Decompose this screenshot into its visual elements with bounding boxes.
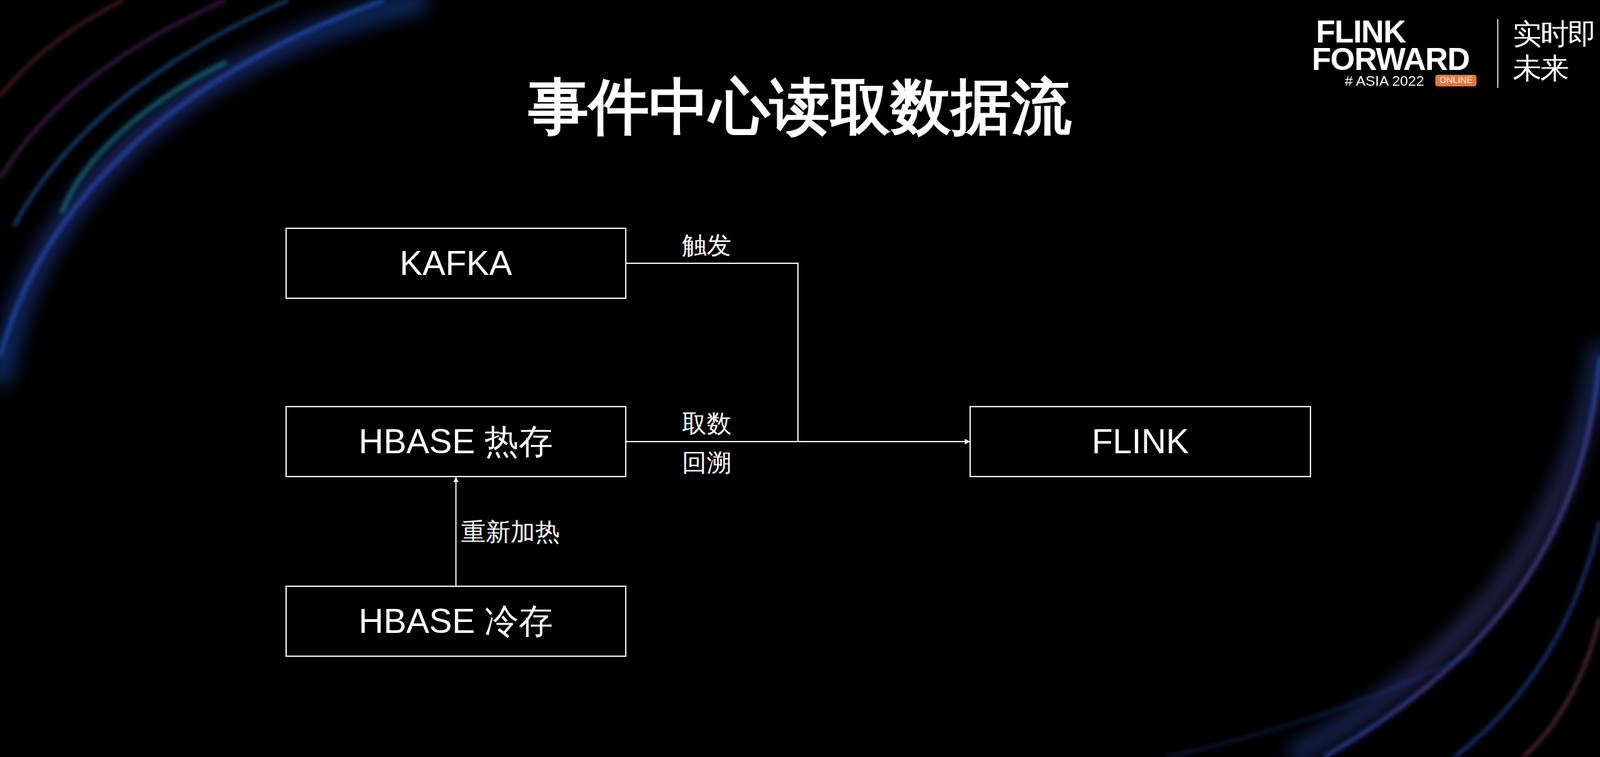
box-label: HBASE 热存	[358, 419, 554, 466]
connector-arrow	[455, 477, 457, 586]
process-box: HBASE 冷存	[285, 585, 627, 658]
logo-slogan: 未来	[1512, 52, 1568, 86]
edge-label: 重新加热	[458, 518, 563, 547]
edge-label: 取数	[679, 409, 735, 438]
edge-note: 回溯	[679, 448, 735, 477]
logo-badge: ONLINE	[1435, 74, 1477, 87]
process-box: FLINK	[969, 406, 1312, 478]
logo-slogan: 实时即	[1512, 17, 1596, 51]
box-label: HBASE 冷存	[358, 598, 554, 645]
box-label: FLINK	[1091, 421, 1190, 462]
connector-arrow	[626, 263, 970, 442]
process-box: HBASE 热存	[285, 406, 627, 478]
left-swirl	[0, 0, 426, 385]
logo-divider	[1497, 19, 1499, 88]
edge-label: 触发	[679, 231, 735, 260]
logo-text: FORWARD	[1311, 41, 1470, 78]
logo-subtext: # ASIA 2022	[1344, 72, 1425, 90]
connector-arrow	[626, 441, 970, 443]
process-box: KAFKA	[285, 227, 627, 300]
right-swirl	[1166, 343, 1600, 757]
box-label: KAFKA	[400, 243, 513, 284]
